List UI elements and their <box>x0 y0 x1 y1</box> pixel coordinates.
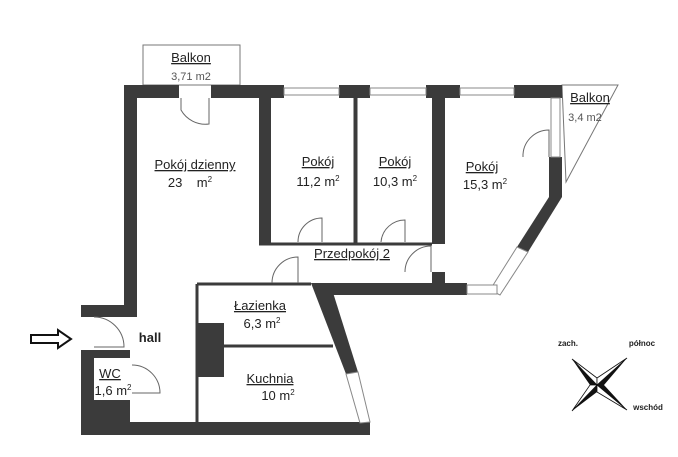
living-room-area: 23 m2 <box>168 175 213 190</box>
kitchen-area: 10 m2 <box>261 388 295 403</box>
compass-east-label: wschód <box>632 403 663 412</box>
room-2-area: 10,3 m2 <box>373 174 418 189</box>
compass-west-label: zach. <box>558 339 578 348</box>
room-1-area: 11,2 m2 <box>296 174 340 189</box>
hallway-2-label: Przedpokój 2 <box>314 246 390 261</box>
balcony-top-outline <box>142 44 241 86</box>
balcony-right-area: 3,4 m2 <box>568 112 602 124</box>
compass-north-label: północ <box>629 339 656 348</box>
walls <box>81 85 562 435</box>
room-3-label: Pokój <box>466 159 499 174</box>
doors <box>93 98 550 394</box>
room-2-label: Pokój <box>379 154 412 169</box>
wc-area: 1,6 m2 <box>95 383 133 398</box>
compass-icon <box>571 357 628 412</box>
room-1-label: Pokój <box>302 154 335 169</box>
balcony-top-area: 3,71 m2 <box>171 71 211 83</box>
arrow-right-icon <box>30 328 73 350</box>
kitchen-label: Kuchnia <box>247 371 295 386</box>
wc-label: WC <box>99 366 121 381</box>
bathroom-label: Łazienka <box>234 298 287 313</box>
balcony-right-label: Balkon <box>570 90 610 105</box>
room-3-area: 15,3 m2 <box>463 177 508 192</box>
balcony-right-outline <box>561 84 619 184</box>
bathroom-area: 6,3 m2 <box>244 316 282 331</box>
windows <box>283 87 561 424</box>
living-room-label: Pokój dzienny <box>155 157 236 172</box>
hall-label: hall <box>139 330 161 345</box>
balcony-top-label: Balkon <box>171 50 211 65</box>
